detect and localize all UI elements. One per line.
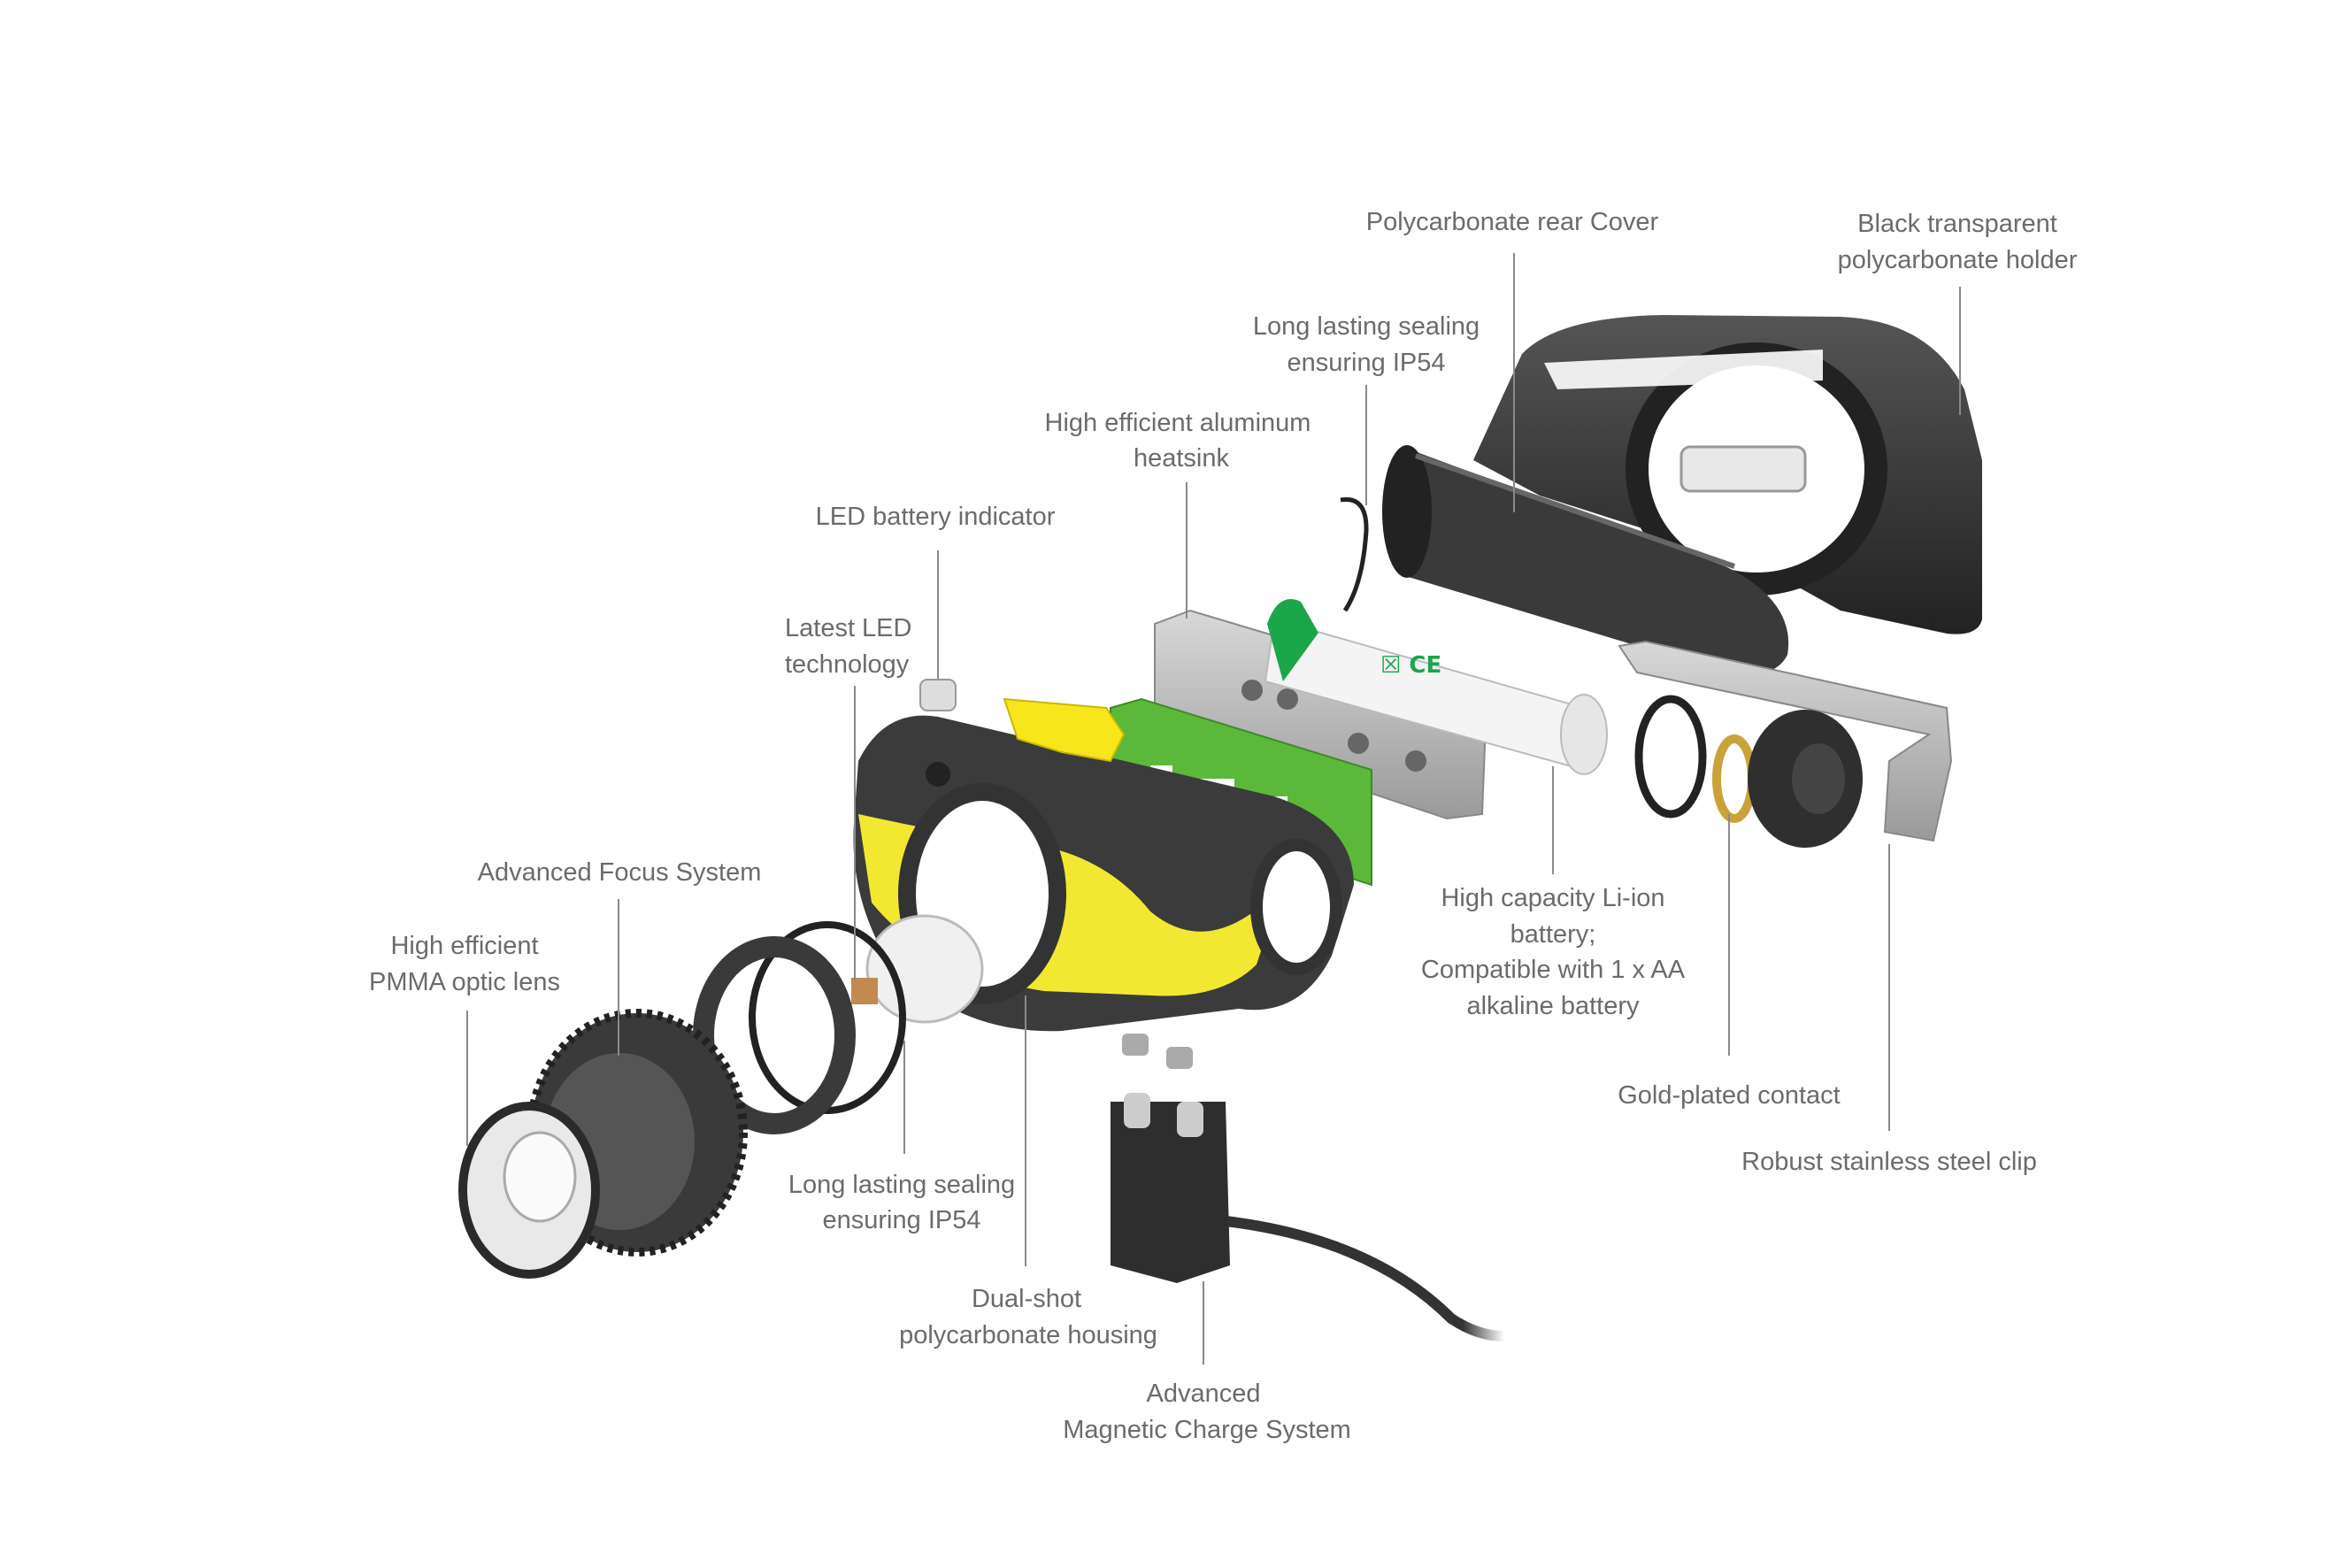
label-clip: Robust stainless steel clip (1741, 1148, 2037, 1176)
yellow-switch (1003, 697, 1126, 763)
heatsink (1154, 609, 1488, 820)
labels: Polycarbonate rear Cover Black transpare… (369, 208, 2078, 1444)
rear-sealing-wire (1340, 496, 1369, 612)
rear-cover (1382, 445, 1789, 675)
end-cap (1748, 710, 1863, 848)
magnetic-connector (1111, 1034, 1505, 1341)
label-gold: Gold-plated contact (1618, 1081, 1840, 1110)
focus-ring-inner (693, 936, 856, 1134)
label-focus: Advanced Focus System (478, 858, 762, 887)
label-led-indicator: LED battery indicator (816, 503, 1056, 531)
led-module (851, 914, 984, 1024)
battery: ☒ CE (1264, 599, 1608, 775)
gold-contact (1712, 734, 1756, 823)
svg-text:☒ CE: ☒ CE (1380, 652, 1441, 679)
steel-clip (1618, 640, 1953, 842)
optic-lens (458, 1102, 600, 1279)
rear-holder (1473, 315, 1982, 634)
leader-lines (466, 253, 1961, 1364)
rear-o-ring (1634, 695, 1707, 819)
led-indicator (919, 679, 957, 711)
label-rear-cover: Polycarbonate rear Cover (1366, 208, 1659, 236)
main-housing (853, 715, 1354, 1032)
